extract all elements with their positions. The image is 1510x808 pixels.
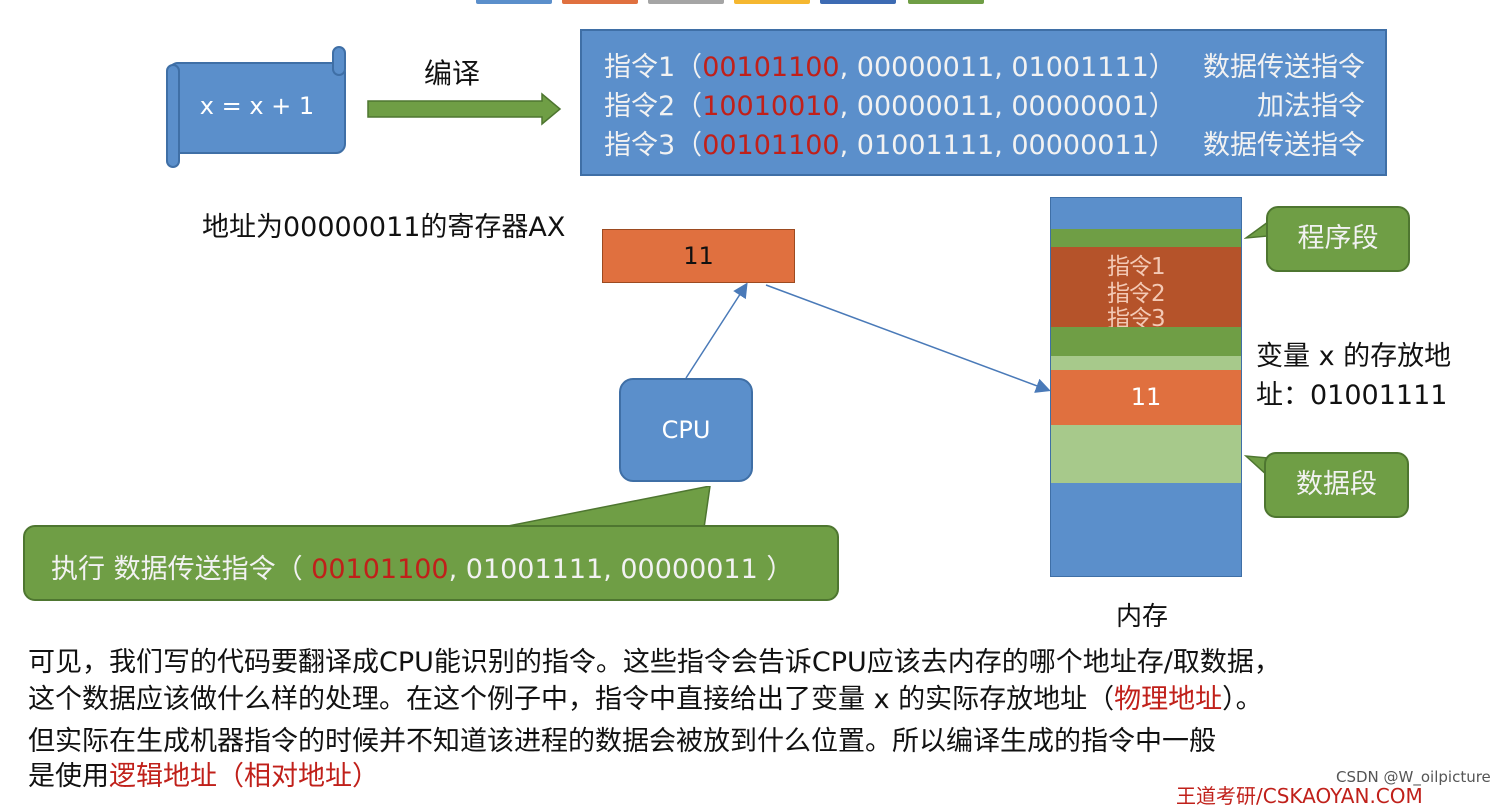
instruction-3: 指令3（00101100, 01001111, 00000011） (604, 130, 1176, 161)
opcode-1: 00101100 (702, 52, 840, 83)
source-code-text: x = x + 1 (199, 92, 315, 120)
top-strip-yellow (734, 0, 810, 4)
compile-arrow (367, 92, 562, 126)
top-strip-navy (820, 0, 896, 4)
instruction-3-type: 数据传送指令 (1203, 130, 1365, 161)
top-strip-orange (562, 0, 638, 4)
execute-callout-text: 执行 数据传送指令（ 00101100, 01001111, 00000011 … (51, 554, 794, 585)
memory-light-strip (1051, 356, 1241, 370)
cpu-block: CPU (619, 378, 753, 482)
memory-column: 指令1 指令2 指令3 11 (1050, 197, 1242, 577)
program-segment-callout: 程序段 (1266, 206, 1410, 272)
watermark: CSDN @W_oilpicture (1336, 768, 1491, 786)
variable-address-line2: 址：01001111 (1256, 380, 1448, 411)
instruction-1-type: 数据传送指令 (1203, 52, 1365, 83)
opcode-2: 10010010 (702, 91, 840, 122)
instruction-2: 指令2（10010010, 00000011, 00000001） (604, 91, 1176, 122)
variable-address-line1: 变量 x 的存放地 (1256, 341, 1452, 372)
top-strip-green (908, 0, 984, 4)
memory-variable-cell: 11 (1051, 370, 1241, 425)
machine-instructions-box: 指令1（00101100, 00000011, 01001111） 数据传送指令… (580, 29, 1387, 176)
compile-label: 编译 (424, 57, 481, 90)
opcode-3: 00101100 (702, 130, 840, 161)
execute-callout-tail (497, 486, 711, 529)
cpu-to-register-arrow (685, 282, 748, 379)
memory-instr-2: 指令2 (1107, 281, 1166, 307)
execute-opcode: 00101100 (311, 554, 449, 585)
footer-brand-cut: 王道考研/CSKAOYAN.COM (1176, 784, 1423, 808)
top-strip-blue (476, 0, 552, 4)
instruction-2-type: 加法指令 (1257, 91, 1365, 122)
memory-instr-1: 指令1 (1107, 254, 1166, 280)
memory-top-block (1051, 198, 1241, 229)
register-to-memory-arrow (765, 284, 1051, 393)
paragraph-line-2: 这个数据应该做什么样的处理。在这个例子中，指令中直接给出了变量 x 的实际存放地… (28, 684, 1263, 715)
scroll-curl-left (166, 64, 180, 168)
memory-program-green-2 (1051, 327, 1241, 356)
physical-address-term: 物理地址 (1114, 684, 1223, 715)
memory-program-green (1051, 229, 1241, 247)
logical-address-term: 逻辑地址（相对地址） (109, 761, 379, 792)
scroll-curl-right (332, 46, 346, 76)
paragraph-line-3: 但实际在生成机器指令的时候并不知道该进程的数据会被放到什么位置。所以编译生成的指… (28, 726, 1216, 757)
execute-callout: 执行 数据传送指令（ 00101100, 01001111, 00000011 … (23, 525, 839, 601)
register-ax: 11 (602, 229, 795, 283)
memory-instructions-block: 指令1 指令2 指令3 (1051, 247, 1241, 332)
source-code-scroll (168, 62, 346, 154)
memory-data-segment (1051, 425, 1241, 483)
top-strip-gray (648, 0, 724, 4)
memory-title: 内存 (1116, 602, 1169, 632)
instruction-1: 指令1（00101100, 00000011, 01001111） (604, 52, 1176, 83)
register-label: 地址为00000011的寄存器AX (202, 212, 566, 243)
data-segment-callout: 数据段 (1264, 452, 1409, 518)
paragraph-line-1: 可见，我们写的代码要翻译成CPU能识别的指令。这些指令会告诉CPU应该去内存的哪… (28, 647, 1281, 678)
paragraph-line-4: 是使用逻辑地址（相对地址） (28, 761, 379, 792)
